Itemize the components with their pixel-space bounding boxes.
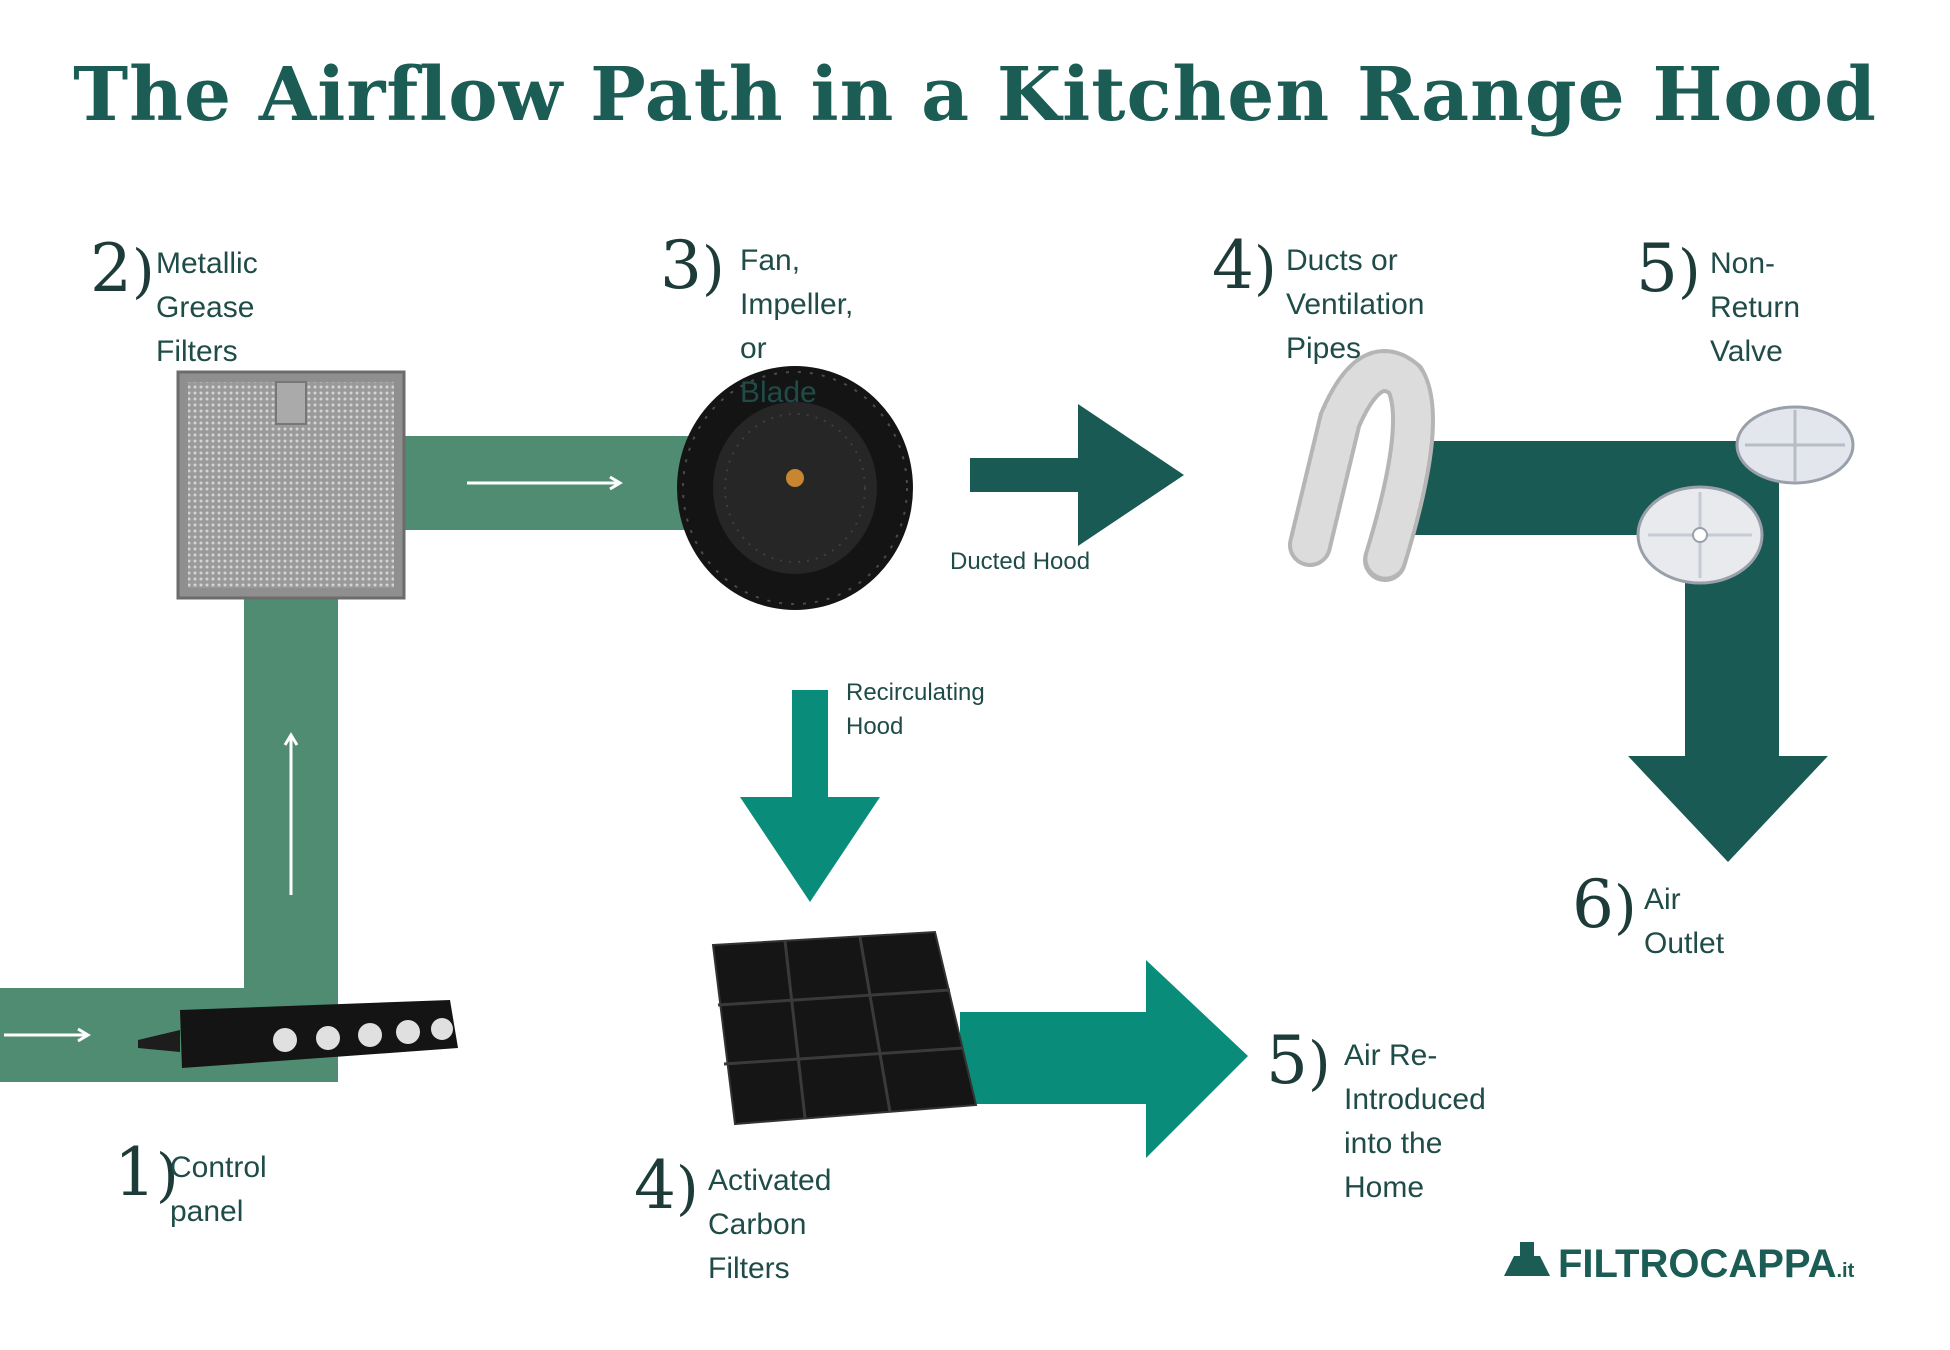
recirculating-hood-label: Recirculating Hood xyxy=(846,679,985,740)
ducted-hood-label: Ducted Hood xyxy=(950,548,1091,575)
fan-image xyxy=(677,366,913,610)
recirculating-arrow xyxy=(740,690,880,902)
control-panel-image xyxy=(138,1000,458,1068)
step-number: 2) xyxy=(90,230,155,307)
step-number: 5) xyxy=(1636,230,1701,307)
step-number: 4) xyxy=(634,1147,699,1224)
brand-logo: FILTROCAPPA.it xyxy=(1500,1240,1854,1286)
duct-image xyxy=(1288,349,1436,582)
step-number: 3) xyxy=(660,227,725,304)
page-title: The Airflow Path in a Kitchen Range Hood xyxy=(73,52,1877,138)
step-number: 6) xyxy=(1572,866,1637,943)
step-label: Air Outlet xyxy=(1644,883,1725,960)
step-label: Activated Carbon Filters xyxy=(708,1164,832,1285)
step-label: Non-Return Valve xyxy=(1710,247,1801,368)
step-label: Fan, Impeller, or Blade xyxy=(740,244,854,409)
step-number: 4) xyxy=(1212,227,1277,304)
valve-image xyxy=(1636,405,1855,585)
duct-path xyxy=(1394,441,1828,862)
carbon-filter-image xyxy=(711,930,978,1126)
step-number: 1) xyxy=(114,1134,179,1211)
reintroduce-arrow xyxy=(960,960,1248,1158)
step-number: 5) xyxy=(1266,1022,1331,1099)
hood-icon xyxy=(1504,1242,1550,1276)
step-label: Ducts or Ventilation Pipes xyxy=(1286,244,1425,365)
grease-filter-image xyxy=(176,370,406,600)
step-label: Metallic Grease Filters xyxy=(156,247,258,368)
step-label: Control panel xyxy=(170,1151,267,1228)
brand-name: FILTROCAPPA.it xyxy=(1558,1242,1855,1286)
step-label: Air Re-Introduced into the Home xyxy=(1344,1039,1486,1204)
ducted-arrow xyxy=(970,404,1184,546)
